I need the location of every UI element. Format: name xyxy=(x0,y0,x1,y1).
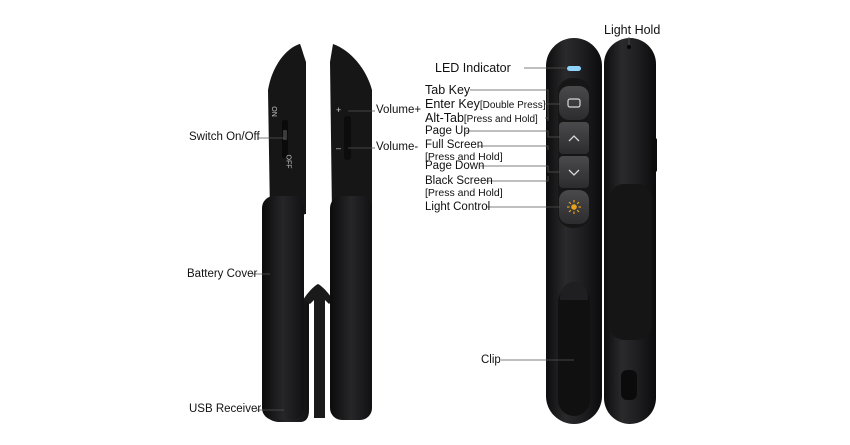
label-black-screen-note: [Press and Hold] xyxy=(425,187,503,199)
front-view xyxy=(546,38,602,424)
leader-tab-group xyxy=(470,89,549,121)
back-clip xyxy=(610,184,652,340)
label-full-screen: Full Screen xyxy=(425,139,484,151)
label-page-down: Page Down xyxy=(425,160,485,172)
switch-off-mark: OFF xyxy=(284,154,292,169)
label-led-indicator: LED Indicator xyxy=(435,61,511,75)
label-black-screen: Black Screen xyxy=(425,175,493,187)
label-light-hold: Light Hold xyxy=(604,23,661,37)
label-full-screen-note: [Press and Hold] xyxy=(425,151,503,163)
usb-receiver-clip xyxy=(303,284,333,418)
enter-key-text: Enter Key xyxy=(425,97,480,111)
label-alt-tab: Alt-Tab[Press and Hold] xyxy=(425,112,538,125)
light-glyph xyxy=(567,200,581,214)
btn-page-down xyxy=(559,156,589,188)
chevron-down-glyph xyxy=(568,169,580,176)
leader-lines xyxy=(252,37,630,411)
enter-key-note: [Double Press] xyxy=(479,100,546,111)
label-usb-receiver: USB Receiver xyxy=(189,403,262,415)
btn-page-up xyxy=(559,122,589,154)
side-view-left xyxy=(262,44,309,422)
led-window xyxy=(567,66,581,71)
volume-plus-mark: + xyxy=(336,105,342,115)
leader-page-down xyxy=(480,165,560,173)
side-right-volume-rocker xyxy=(344,116,351,160)
label-enter-key: Enter Key[Double Press] xyxy=(425,98,545,111)
front-clip-overlay xyxy=(558,286,590,416)
leader-full-screen xyxy=(478,145,549,150)
leader-page-up xyxy=(466,130,560,138)
light-hold-hole xyxy=(627,45,631,49)
side-left-switch-knob xyxy=(283,130,287,140)
back-bottom-slot xyxy=(621,370,637,400)
back-side-button xyxy=(652,138,657,172)
volume-minus-mark: – xyxy=(336,143,342,153)
enter-glyph xyxy=(567,98,581,108)
label-light-control: Light Control xyxy=(425,201,491,213)
chevron-up-glyph xyxy=(568,135,580,142)
label-page-up: Page Up xyxy=(425,125,470,137)
btn-enter xyxy=(559,86,589,120)
back-view xyxy=(604,38,657,424)
alt-tab-text: Alt-Tab xyxy=(425,111,464,125)
side-view-right xyxy=(330,44,372,420)
label-volume-down: Volume- xyxy=(376,141,419,153)
receiver-shape xyxy=(303,284,333,418)
switch-on-mark: ON xyxy=(269,106,277,117)
alt-tab-note: [Press and Hold] xyxy=(463,114,538,125)
label-clip: Clip xyxy=(481,354,501,366)
label-volume-up: Volume+ xyxy=(376,104,422,116)
front-clip-tip xyxy=(560,282,588,300)
label-switch-on-off: Switch On/Off xyxy=(189,131,260,143)
leader-black-screen xyxy=(486,176,549,182)
side-right-lower xyxy=(330,196,372,420)
label-battery-cover: Battery Cover xyxy=(187,268,258,280)
side-left-lower xyxy=(262,196,304,420)
label-tab-key: Tab Key xyxy=(425,83,471,97)
